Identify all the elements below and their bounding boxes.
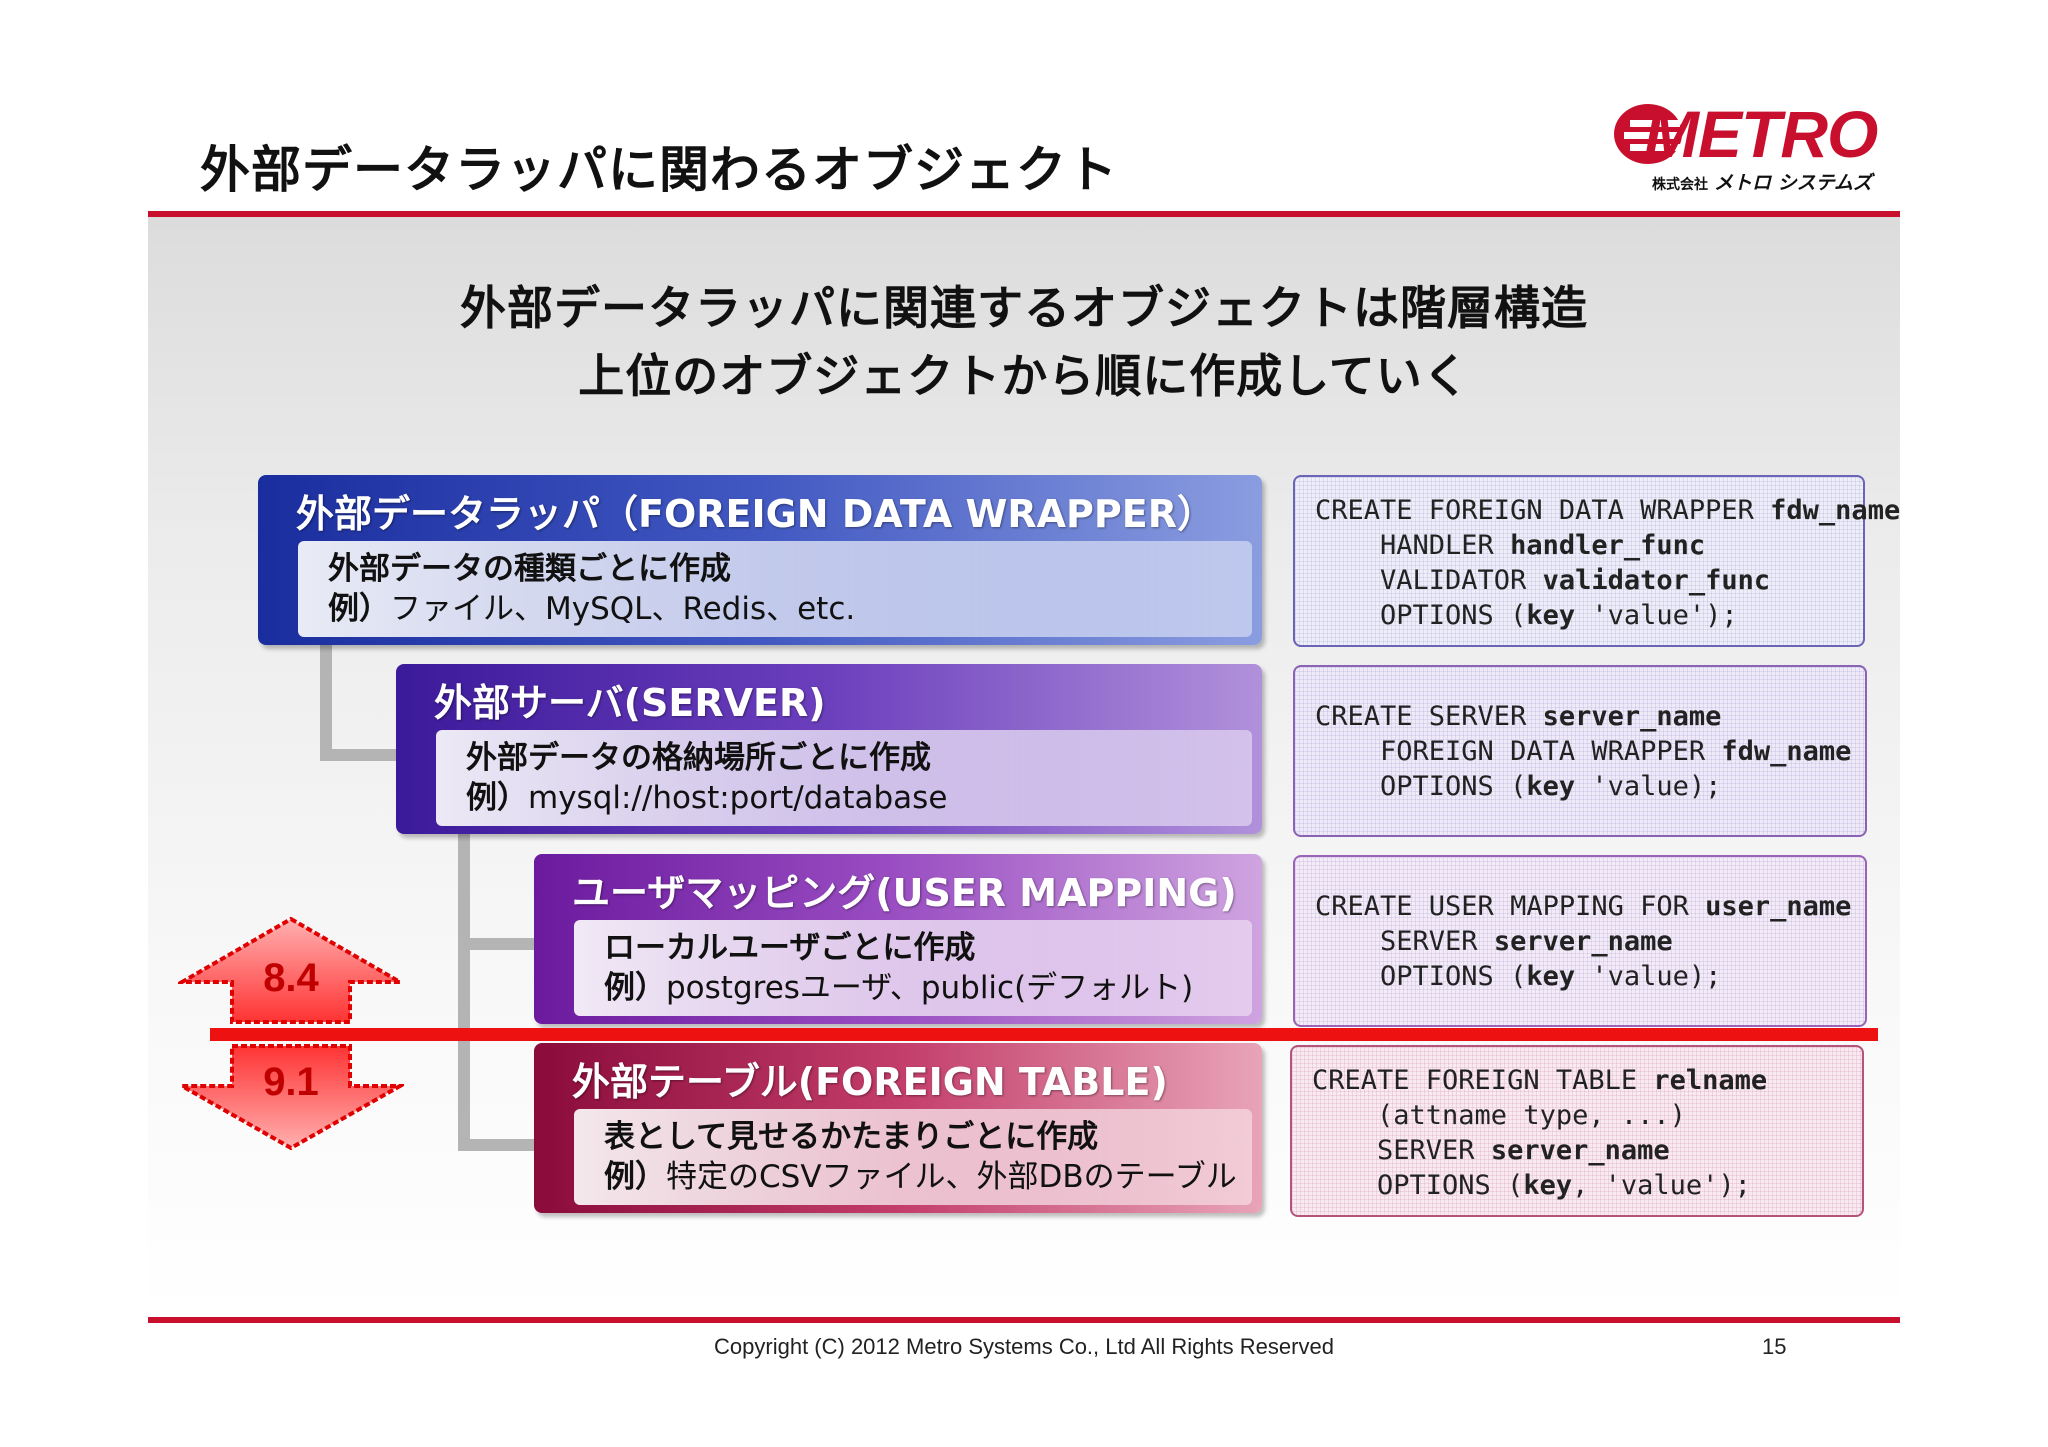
server-sql-box: CREATE SERVER server_name FOREIGN DATA W… — [1293, 665, 1867, 837]
fdw-description: 外部データの種類ごとに作成 例）ファイル、MySQL、Redis、etc. — [298, 541, 1252, 637]
footer-rule — [148, 1317, 1900, 1323]
arrow-down-icon — [174, 1044, 408, 1151]
fdw-desc-text: 外部データの種類ごとに作成 — [328, 551, 731, 587]
fdw-example: 例）ファイル、MySQL、Redis、etc. — [328, 591, 856, 627]
connector-line — [458, 834, 470, 1151]
fdw-sql-box: CREATE FOREIGN DATA WRAPPER fdw_name HAN… — [1293, 475, 1901, 647]
fdw-title: 外部データラッパ（FOREIGN DATA WRAPPER） — [296, 492, 1215, 536]
sql-line: OPTIONS (key, 'value'); — [1312, 1170, 1751, 1201]
foreign-table-example: 例）特定のCSVファイル、外部DBのテーブル — [604, 1159, 1237, 1195]
sql-line: SERVER server_name — [1315, 926, 1673, 957]
sql-line: CREATE SERVER server_name — [1315, 701, 1722, 732]
server-example: 例）mysql://host:port/database — [466, 780, 948, 816]
version-arrow-down: 9.1 — [174, 1042, 408, 1152]
headline-line-1: 外部データラッパに関連するオブジェクトは階層構造 — [460, 281, 1588, 335]
sql-line: (attname type, ...) — [1312, 1100, 1686, 1131]
foreign-table-sql-box: CREATE FOREIGN TABLE relname (attname ty… — [1290, 1045, 1864, 1217]
logo-emblem-icon — [1614, 104, 1682, 164]
sql-line: HANDLER handler_func — [1315, 530, 1706, 561]
headline-line-2: 上位のオブジェクトから順に作成していく — [578, 349, 1470, 403]
logo-company-name: 株式会社メトロ システムズ — [1651, 172, 1872, 194]
version-8-4-label: 8.4 — [263, 956, 319, 1000]
copyright-text: Copyright (C) 2012 Metro Systems Co., Lt… — [714, 1334, 1334, 1359]
connector-line — [320, 645, 332, 761]
arrow-up-icon — [174, 916, 408, 1024]
version-divider-line — [210, 1028, 1878, 1041]
sql-line: VALIDATOR validator_func — [1315, 565, 1771, 596]
user-mapping-example: 例）postgresユーザ、public(デフォルト) — [604, 970, 1194, 1006]
metro-logo: METRO 株式会社メトロ システムズ — [1610, 96, 1878, 196]
server-desc-text: 外部データの格納場所ごとに作成 — [466, 740, 931, 776]
page-number: 15 — [1762, 1334, 1787, 1359]
foreign-table-box: 外部テーブル(FOREIGN TABLE) 表として見せるかたまりごとに作成 例… — [534, 1043, 1262, 1213]
version-arrow-up: 8.4 — [174, 916, 408, 1026]
sql-line: OPTIONS (key 'value); — [1315, 771, 1722, 802]
server-box: 外部サーバ(SERVER) 外部データの格納場所ごとに作成 例）mysql://… — [396, 664, 1262, 834]
user-mapping-sql-box: CREATE USER MAPPING FOR user_name SERVER… — [1293, 855, 1867, 1027]
sql-line: FOREIGN DATA WRAPPER fdw_name — [1315, 736, 1852, 767]
fdw-box: 外部データラッパ（FOREIGN DATA WRAPPER） 外部データの種類ご… — [258, 475, 1262, 645]
sql-line: OPTIONS (key 'value); — [1315, 961, 1722, 992]
sql-line: CREATE FOREIGN DATA WRAPPER fdw_name — [1315, 495, 1901, 526]
logo-wordmark: METRO — [1644, 97, 1878, 171]
user-mapping-description: ローカルユーザごとに作成 例）postgresユーザ、public(デフォルト) — [574, 920, 1252, 1016]
slide-title: 外部データラッパに関わるオブジェクト — [200, 141, 1118, 199]
connector-line — [320, 749, 398, 761]
user-mapping-title: ユーザマッピング(USER MAPPING) — [572, 871, 1237, 915]
server-title: 外部サーバ(SERVER) — [434, 681, 826, 725]
sql-line: OPTIONS (key 'value'); — [1315, 600, 1738, 631]
foreign-table-desc-text: 表として見せるかたまりごとに作成 — [604, 1119, 1099, 1155]
sql-line: CREATE FOREIGN TABLE relname — [1312, 1065, 1768, 1096]
title-rule — [148, 211, 1900, 217]
foreign-table-description: 表として見せるかたまりごとに作成 例）特定のCSVファイル、外部DBのテーブル — [574, 1109, 1252, 1205]
foreign-table-title: 外部テーブル(FOREIGN TABLE) — [572, 1060, 1168, 1104]
user-mapping-desc-text: ローカルユーザごとに作成 — [604, 930, 976, 966]
connector-line — [458, 938, 536, 950]
sql-line: SERVER server_name — [1312, 1135, 1670, 1166]
connector-line — [458, 1139, 536, 1151]
user-mapping-box: ユーザマッピング(USER MAPPING) ローカルユーザごとに作成 例）po… — [534, 854, 1262, 1024]
sql-line: CREATE USER MAPPING FOR user_name — [1315, 891, 1852, 922]
server-description: 外部データの格納場所ごとに作成 例）mysql://host:port/data… — [436, 730, 1252, 826]
version-9-1-label: 9.1 — [263, 1060, 319, 1104]
